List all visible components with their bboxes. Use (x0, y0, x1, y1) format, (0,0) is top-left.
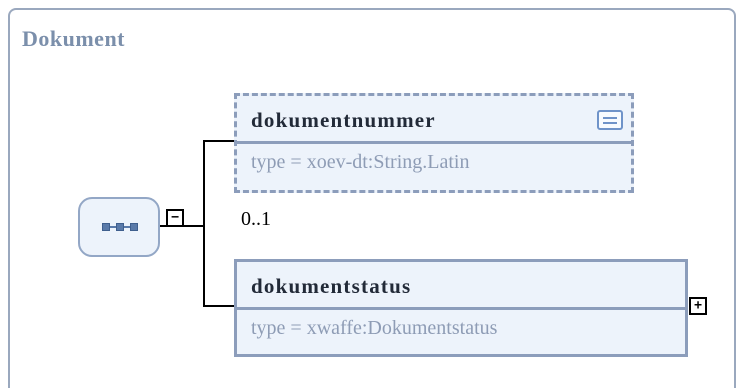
element-type: type = xwaffe:Dokumentstatus (251, 317, 498, 339)
connector-line (203, 140, 205, 306)
divider (237, 307, 685, 310)
connector-line (160, 225, 166, 227)
element-type: type = xoev-dt:String.Latin (251, 151, 470, 173)
documentation-icon[interactable] (597, 110, 623, 130)
connector-line (184, 225, 204, 227)
element-dokumentstatus[interactable]: dokumentstatus type = xwaffe:Dokumentsta… (234, 259, 688, 357)
sequence-compositor-icon (102, 223, 138, 231)
divider (237, 141, 631, 144)
connector-line (203, 140, 235, 142)
sequence-compositor[interactable] (78, 197, 160, 257)
element-name: dokumentnummer (251, 108, 436, 132)
complex-type-title: Dokument (22, 26, 126, 51)
connector-line (203, 305, 235, 307)
element-name: dokumentstatus (251, 274, 412, 298)
collapse-toggle-icon[interactable]: − (166, 209, 184, 227)
element-dokumentnummer[interactable]: dokumentnummer type = xoev-dt:String.Lat… (234, 93, 634, 193)
cardinality-label: 0..1 (241, 208, 271, 230)
expand-toggle-icon[interactable]: + (689, 297, 707, 315)
